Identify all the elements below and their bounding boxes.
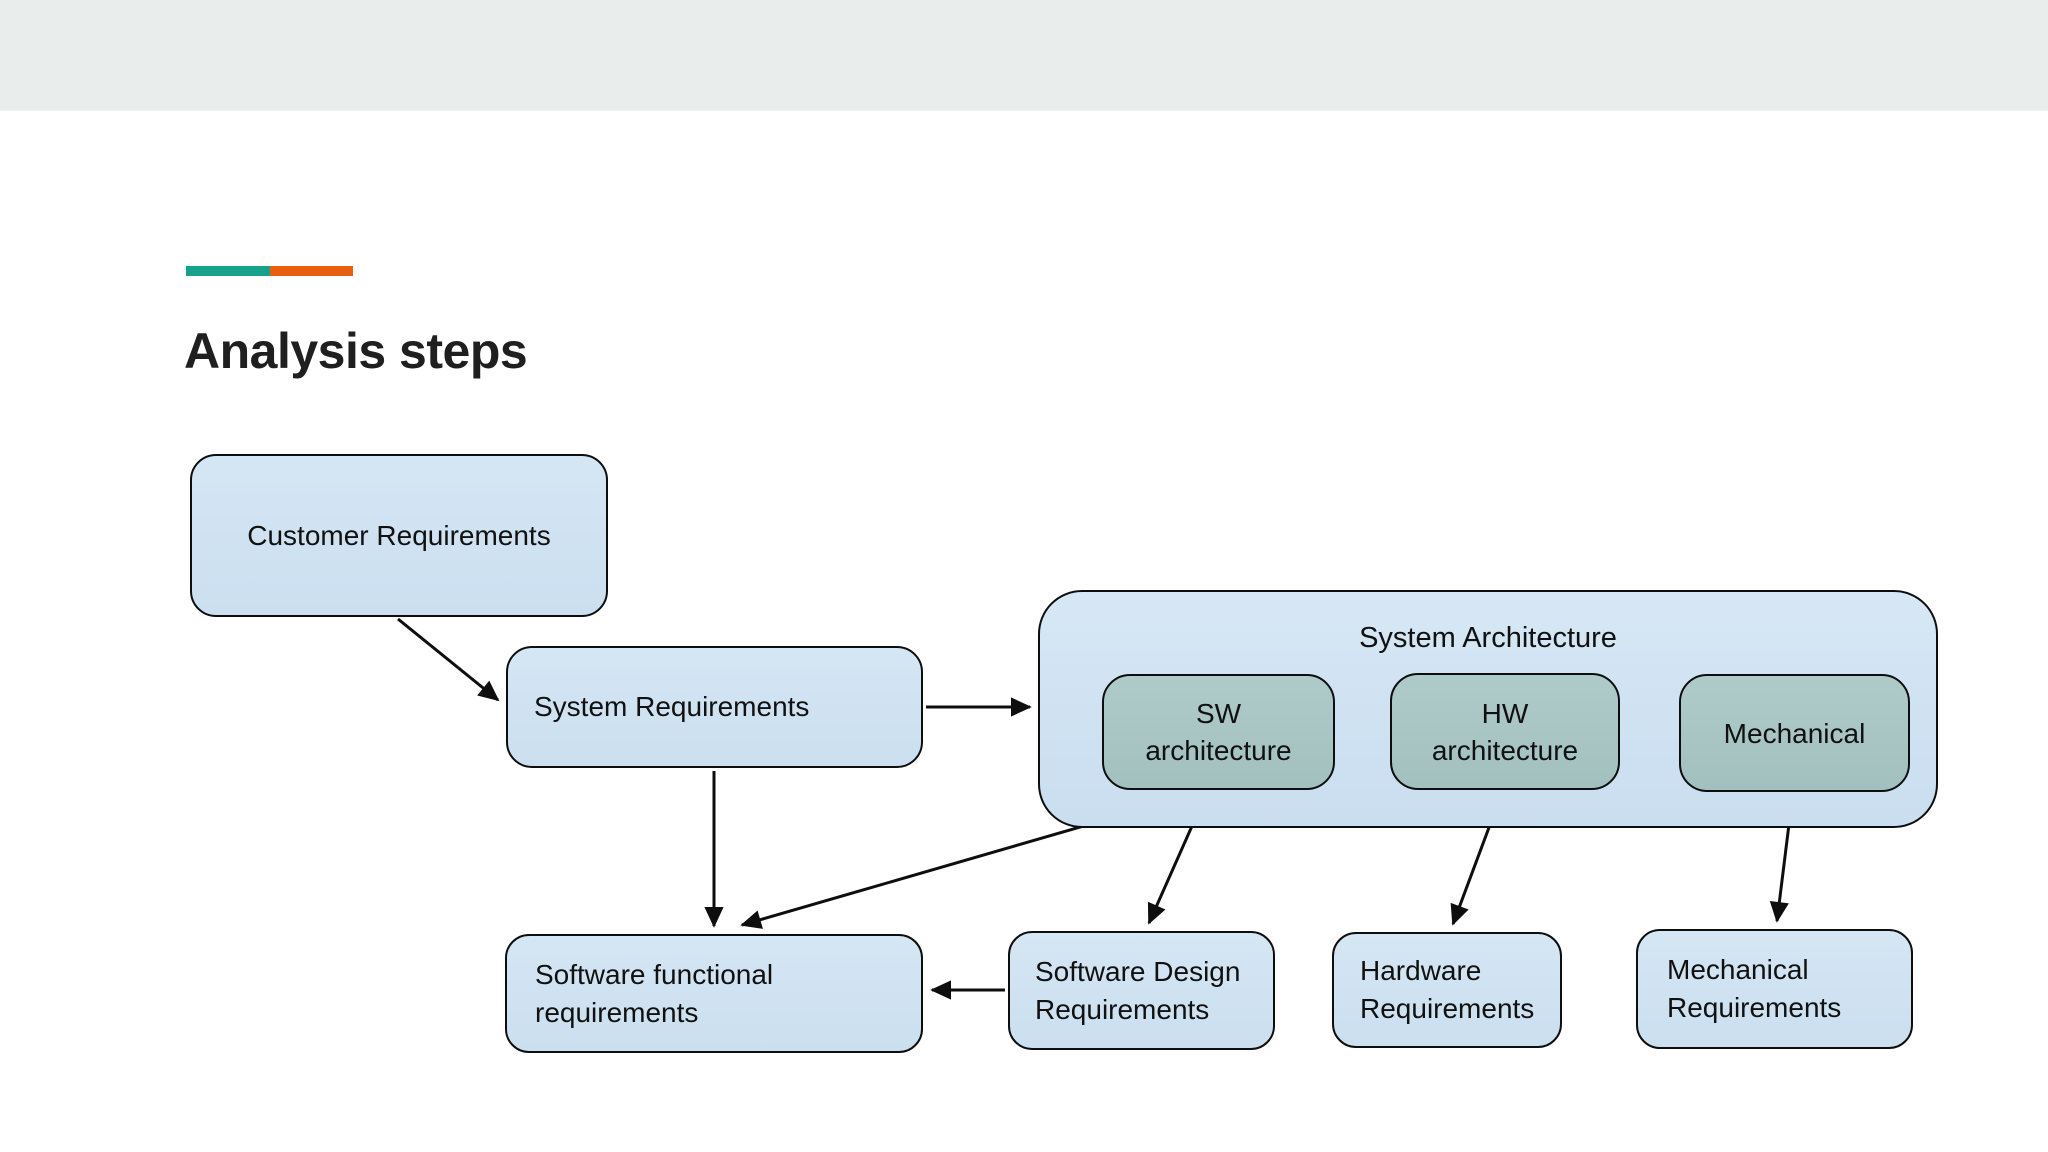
node-hardware-requirements-label: Hardware Requirements — [1360, 955, 1535, 1024]
node-software-design-requirements: Software Design Requirements — [1008, 931, 1275, 1050]
header-band — [0, 0, 2048, 111]
node-customer-requirements: Customer Requirements — [190, 454, 608, 617]
node-software-functional-requirements: Software functional requirements — [505, 934, 923, 1053]
accent-orange-segment — [270, 266, 353, 276]
slide-title: Analysis steps — [184, 323, 528, 379]
node-mechanical-requirements: Mechanical Requirements — [1636, 929, 1913, 1049]
node-hw-architecture: HW architecture — [1390, 673, 1620, 790]
node-system-requirements-label: System Requirements — [534, 691, 810, 722]
node-customer-requirements-label: Customer Requirements — [247, 519, 551, 551]
node-software-design-requirements-label: Software Design Requirements — [1035, 955, 1241, 1025]
node-sw-architecture: SW architecture — [1102, 674, 1335, 790]
accent-bar — [186, 266, 353, 276]
node-software-functional-requirements-label: Software functional requirements — [535, 958, 774, 1028]
node-mechanical: Mechanical — [1679, 674, 1910, 792]
node-hw-architecture-label: HW architecture — [1431, 697, 1579, 766]
node-system-architecture-group: System Architecture SW architecture HW a… — [1038, 590, 1938, 828]
node-sw-architecture-label: SW architecture — [1145, 698, 1292, 766]
system-architecture-group-label: System Architecture — [1359, 622, 1617, 654]
edge-customer-to-system — [397, 617, 500, 702]
node-hardware-requirements: Hardware Requirements — [1332, 932, 1562, 1048]
node-system-requirements: System Requirements — [506, 646, 923, 768]
node-mechanical-requirements-label: Mechanical Requirements — [1667, 954, 1842, 1023]
accent-teal-segment — [186, 266, 270, 276]
node-mechanical-label: Mechanical — [1723, 717, 1866, 749]
